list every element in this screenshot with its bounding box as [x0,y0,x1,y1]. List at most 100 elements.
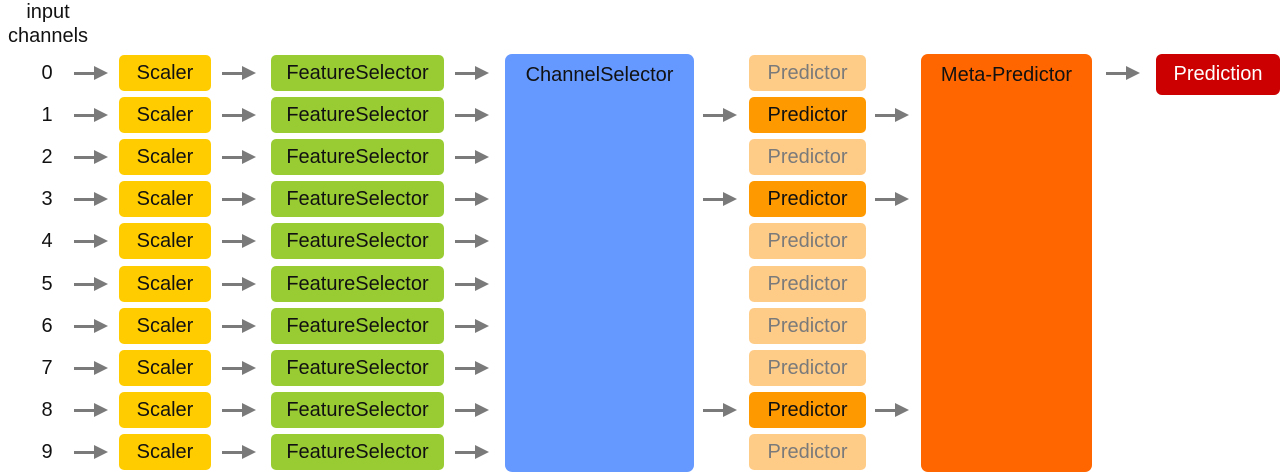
arrow-head [723,192,737,206]
scaler-box: Scaler [119,55,211,91]
arrow-head [242,234,256,248]
arrow-head [94,361,108,375]
arrow-head [475,445,489,459]
arrow-shaft [875,409,897,412]
predictor-box-inactive: Predictor [749,139,866,175]
channel-selector-label: ChannelSelector [525,64,674,86]
arrow-shaft [222,325,244,328]
predictor-box-inactive: Predictor [749,434,866,470]
arrow-shaft [222,156,244,159]
arrow-shaft [74,325,96,328]
predictor-box-inactive: Predictor [749,55,866,91]
arrow-to-scaler [74,403,108,417]
arrow-shaft [222,451,244,454]
feature-selector-box: FeatureSelector [271,97,444,133]
arrow-head [94,234,108,248]
arrow-shaft [74,409,96,412]
arrow-shaft [222,240,244,243]
arrow-head [242,403,256,417]
predictor-box-active: Predictor [749,97,866,133]
arrow-head [475,403,489,417]
arrow-to-prediction [1106,66,1140,80]
arrow-to-scaler [74,66,108,80]
arrow-head [475,361,489,375]
arrow-shaft [455,325,477,328]
arrow-shaft [74,451,96,454]
arrow-shaft [74,283,96,286]
channel-index: 8 [41,399,53,421]
channel-index: 5 [41,273,53,295]
arrow-head [94,108,108,122]
arrow-to-scaler [74,445,108,459]
input-channels-header: input channels [0,0,96,48]
arrow-head [723,403,737,417]
arrow-head [242,192,256,206]
feature-selector-box: FeatureSelector [271,434,444,470]
arrow-head [475,277,489,291]
arrow-shaft [74,114,96,117]
arrow-to-scaler [74,192,108,206]
scaler-box: Scaler [119,350,211,386]
arrow-shaft [455,198,477,201]
arrow-head [242,445,256,459]
arrow-head [94,445,108,459]
header-line-1: input [26,1,70,23]
arrow-shaft [875,114,897,117]
scaler-box: Scaler [119,181,211,217]
arrow-shaft [455,114,477,117]
arrow-to-feature-selector [222,277,256,291]
arrow-to-scaler [74,234,108,248]
channel-selector-box: ChannelSelector [505,54,694,472]
arrow-shaft [222,114,244,117]
feature-selector-box: FeatureSelector [271,55,444,91]
meta-predictor-box: Meta-Predictor [921,54,1092,472]
arrow-shaft [703,114,725,117]
arrow-head [94,319,108,333]
arrow-shaft [222,72,244,75]
predictor-box-inactive: Predictor [749,350,866,386]
scaler-box: Scaler [119,266,211,302]
arrow-head [475,150,489,164]
arrow-shaft [74,240,96,243]
arrow-head [723,108,737,122]
arrow-to-meta-predictor [875,192,909,206]
arrow-shaft [455,283,477,286]
scaler-box: Scaler [119,97,211,133]
channel-index: 1 [41,104,53,126]
arrow-to-scaler [74,319,108,333]
arrow-head [242,66,256,80]
arrow-to-channel-selector [455,361,489,375]
arrow-shaft [74,72,96,75]
arrow-head [475,192,489,206]
arrow-to-channel-selector [455,192,489,206]
arrow-to-channel-selector [455,150,489,164]
arrow-shaft [222,283,244,286]
arrow-shaft [1106,72,1128,75]
arrow-shaft [455,409,477,412]
prediction-box: Prediction [1156,54,1280,95]
arrow-shaft [703,198,725,201]
arrow-to-scaler [74,361,108,375]
arrow-to-scaler [74,108,108,122]
arrow-shaft [455,72,477,75]
arrow-head [1126,66,1140,80]
arrow-to-predictor [703,403,737,417]
arrow-to-channel-selector [455,445,489,459]
feature-selector-box: FeatureSelector [271,308,444,344]
scaler-box: Scaler [119,139,211,175]
arrow-to-feature-selector [222,361,256,375]
predictor-box-inactive: Predictor [749,223,866,259]
arrow-shaft [74,156,96,159]
predictor-box-active: Predictor [749,181,866,217]
arrow-to-meta-predictor [875,108,909,122]
arrow-head [242,361,256,375]
arrow-shaft [455,451,477,454]
feature-selector-box: FeatureSelector [271,223,444,259]
scaler-box: Scaler [119,223,211,259]
channel-index: 9 [41,441,53,463]
predictor-box-inactive: Predictor [749,308,866,344]
arrow-shaft [875,198,897,201]
arrow-shaft [222,367,244,370]
arrow-head [242,108,256,122]
arrow-to-scaler [74,150,108,164]
